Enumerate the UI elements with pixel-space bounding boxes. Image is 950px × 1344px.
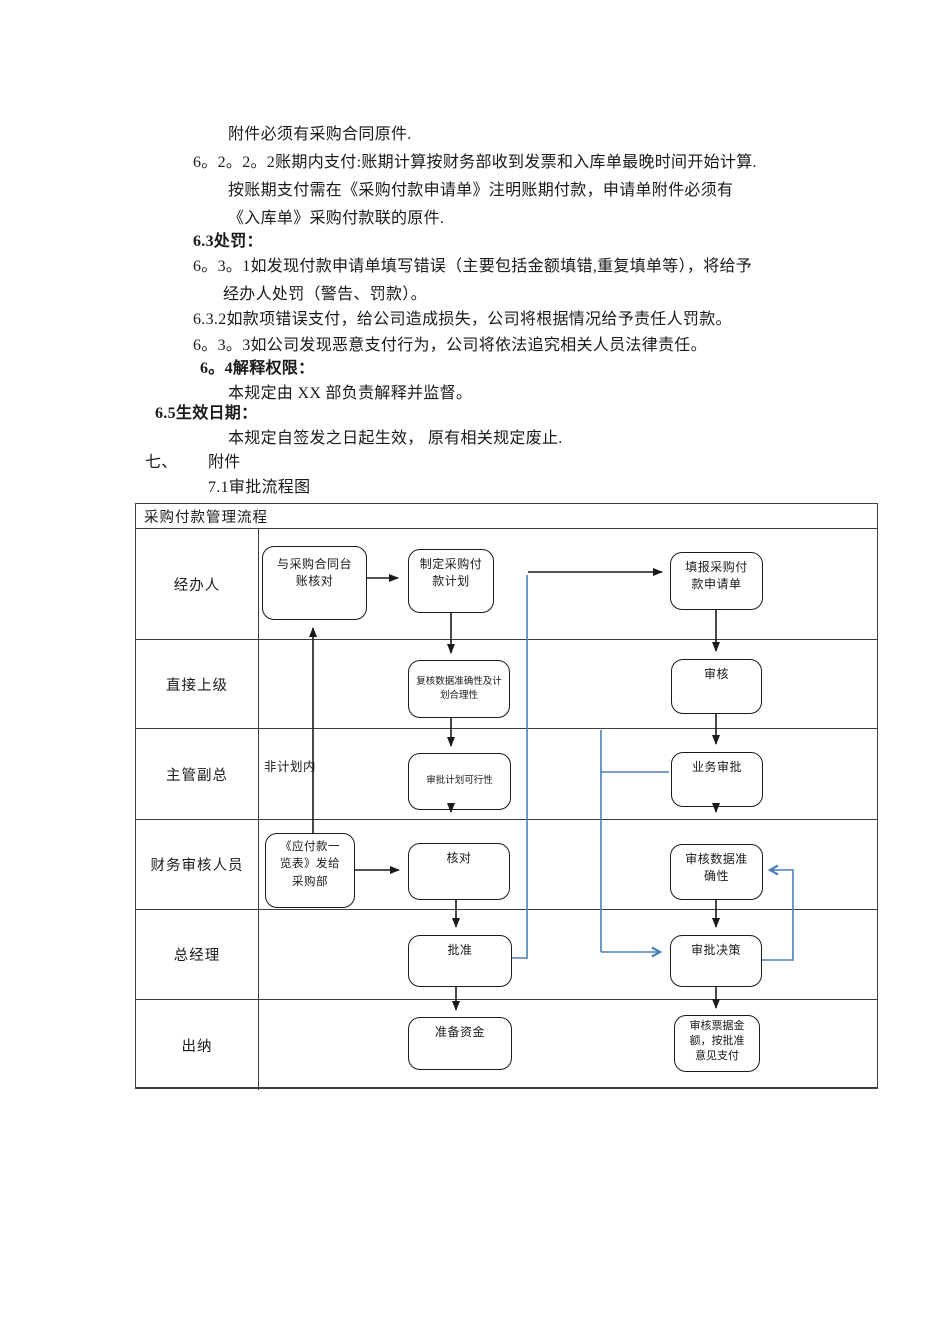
lane-label-handler: 经办人 [136, 529, 259, 639]
lane-body [259, 910, 877, 999]
lane-body [259, 640, 877, 728]
doc-line: 附件必须有采购合同原件. [228, 126, 412, 143]
doc-line: 6。3。3如公司发现恶意支付行为，公司将依法追究相关人员法律责任。 [193, 337, 707, 354]
lane-label-direct-superior: 直接上级 [136, 640, 259, 728]
lane-label-deputy-gm: 主管副总 [136, 729, 259, 819]
doc-line-attachment: 七、 附件 [145, 452, 240, 474]
doc-heading-penalty: 6.3处罚： [193, 233, 263, 250]
doc-heading-interpretation: 6。4解释权限： [200, 360, 315, 377]
list-number: 七、 [145, 454, 178, 471]
doc-line-flowchart-caption: 7.1审批流程图 [208, 479, 311, 496]
lane-body [259, 729, 877, 819]
lane-label-cashier: 出纳 [136, 1000, 259, 1090]
node-make-payment-plan: 制定采购付 款计划 [408, 549, 494, 613]
node-approve-plan-feasibility: 审批计划可行性 [408, 753, 511, 810]
lane-label-general-manager: 总经理 [136, 910, 259, 999]
node-prepare-funds: 准备资金 [408, 1017, 512, 1070]
lane-body [259, 1000, 877, 1090]
doc-line: 按账期支付需在《采购付款申请单》注明账期付款，申请单附件必须有 [228, 182, 734, 199]
node-payables-list-to-purchasing: 《应付款一 览表》发给 采购部 [265, 833, 355, 908]
lane-deputy-gm: 主管副总 [136, 729, 877, 820]
node-fill-payment-request: 填报采购付 款申请单 [670, 552, 763, 610]
doc-line: 本规定自签发之日起生效， 原有相关规定废止. [228, 430, 563, 447]
doc-line: 6。3。1如发现付款申请单填写错误（主要包括金额填错,重复填单等），将给予 [193, 258, 753, 275]
lane-cashier: 出纳 [136, 1000, 877, 1090]
node-approval-decision: 审批决策 [670, 935, 762, 987]
doc-line: 6。2。2。2账期内支付:账期计算按财务部收到发票和入库单最晚时间开始计算. [193, 154, 757, 171]
doc-line: 本规定由 XX 部负责解释并监督。 [228, 385, 473, 402]
node-audit-data-accuracy: 审核数据准 确性 [670, 844, 763, 900]
doc-line: 《入库单》采购付款联的原件. [228, 210, 445, 227]
doc-heading-effective-date: 6.5生效日期： [155, 405, 258, 422]
lane-handler: 经办人 [136, 529, 877, 640]
flowchart-table: 采购付款管理流程 经办人 直接上级 主管副总 财务审核人员 总经理 出纳 [135, 503, 878, 1090]
node-approve: 批准 [408, 935, 512, 987]
lane-finance-auditor: 财务审核人员 [136, 820, 877, 910]
lane-general-manager: 总经理 [136, 910, 877, 1000]
node-business-approval: 业务审批 [671, 752, 763, 807]
node-audit-bills-and-pay: 审核票据金 额，按批准 意见支付 [674, 1015, 760, 1072]
node-review: 审核 [671, 659, 762, 714]
lane-direct-superior: 直接上级 [136, 640, 877, 729]
edge-label-unplanned: 非计划内 [264, 760, 317, 774]
lane-label-finance-auditor: 财务审核人员 [136, 820, 259, 909]
list-text: 附件 [208, 454, 241, 471]
doc-line: 6.3.2如款项错误支付，给公司造成损失，公司将根据情况给予责任人罚款。 [193, 311, 732, 328]
node-reconcile-contract-ledger: 与采购合同台 账核对 [262, 546, 367, 620]
node-verify: 核对 [408, 843, 510, 900]
node-review-data-accuracy-plan: 复核数据准确性及计 划合理性 [408, 660, 510, 718]
doc-line: 经办人处罚（警告、罚款）。 [223, 286, 427, 303]
flowchart-title: 采购付款管理流程 [136, 504, 877, 529]
